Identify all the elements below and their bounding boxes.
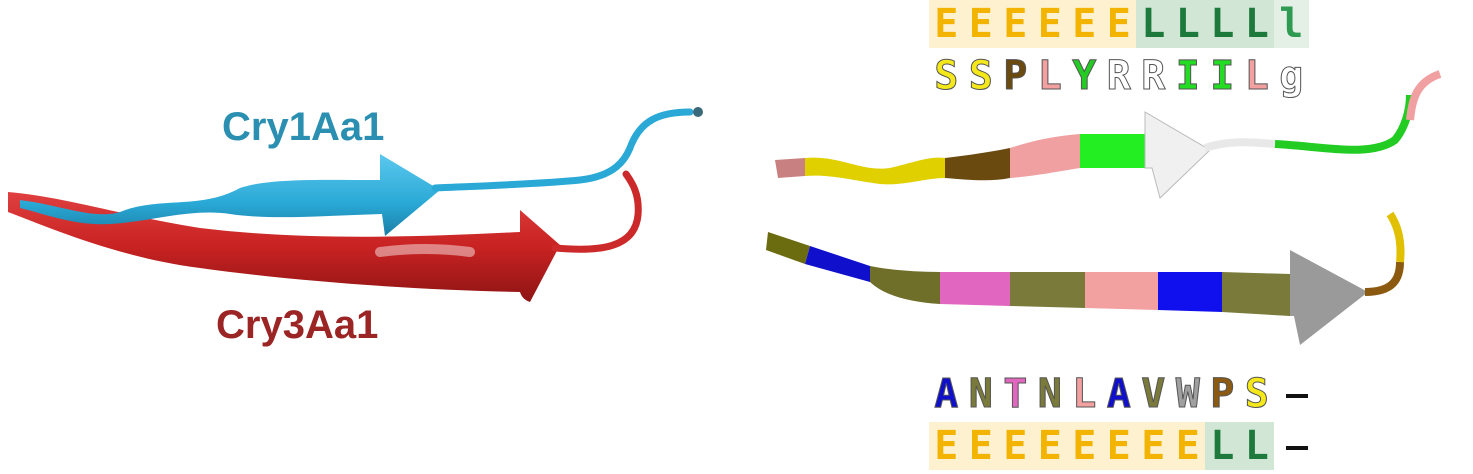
ss-residue: E — [1032, 422, 1067, 470]
ss-residue: E — [1032, 0, 1067, 48]
sequence-residue: Y — [1072, 53, 1097, 100]
ss-residue: E — [1136, 422, 1171, 470]
ss-residue: E — [963, 0, 998, 48]
sequence-residue: W — [1175, 371, 1200, 418]
sequence-residue: S — [968, 53, 993, 100]
sequence-residue: S — [1244, 371, 1269, 418]
ss-residue: L — [1205, 0, 1240, 48]
gap-dash-sequence — [1286, 394, 1308, 398]
ss-residue: L — [1239, 0, 1274, 48]
ss-residue: E — [1067, 422, 1102, 470]
ss-residue: E — [963, 422, 998, 470]
sequence-residue: R — [1106, 53, 1131, 100]
sequence-residue: S — [934, 53, 959, 100]
sequence-residue: A — [934, 371, 959, 418]
ss-residue: E — [1101, 422, 1136, 470]
ss-residue: L — [1170, 0, 1205, 48]
sequence-residue: N — [1037, 371, 1062, 418]
ss-residue: E — [998, 0, 1033, 48]
ss-residue: E — [929, 422, 964, 470]
sequence-residue: N — [968, 371, 993, 418]
ss-residue: E — [1101, 0, 1136, 48]
ss-residue: l — [1274, 0, 1309, 48]
gap-dash-ss — [1286, 446, 1308, 450]
sequence-residue: T — [1003, 371, 1028, 418]
ss-residue: E — [1067, 0, 1102, 48]
ss-residue: E — [1170, 422, 1205, 470]
sequence-residue: I — [1210, 53, 1235, 100]
cry1aa1-label: Cry1Aa1 — [222, 105, 384, 149]
ss-residue: E — [998, 422, 1033, 470]
sequence-residue: R — [1141, 53, 1166, 100]
ss-residue: L — [1239, 422, 1274, 470]
ss-residue: L — [1136, 0, 1171, 48]
cry1aa1-colored-strand — [775, 70, 1442, 199]
cry1aa1-strand — [20, 107, 703, 236]
sequence-residue: A — [1106, 371, 1131, 418]
ss-residue: E — [929, 0, 964, 48]
sequence-residue: P — [1003, 53, 1028, 100]
sequence-residue: g — [1279, 53, 1304, 100]
cry3aa1-colored-strand — [766, 211, 1405, 345]
sequence-residue: I — [1175, 53, 1200, 100]
ss-residue: L — [1205, 422, 1240, 470]
sequence-residue: V — [1141, 371, 1166, 418]
sequence-residue: L — [1037, 53, 1062, 100]
sequence-residue: P — [1210, 371, 1235, 418]
cry3aa1-label: Cry3Aa1 — [216, 303, 378, 347]
sequence-residue: L — [1072, 371, 1097, 418]
sequence-residue: L — [1244, 53, 1269, 100]
